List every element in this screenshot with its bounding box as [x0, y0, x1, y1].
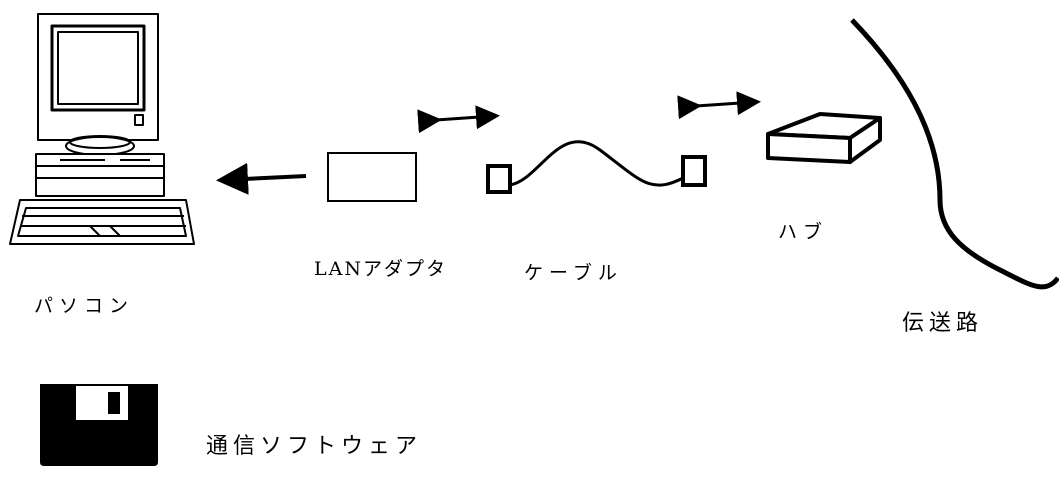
computer-icon	[10, 14, 194, 244]
software-label: 通信ソフトウェア	[206, 428, 422, 460]
lan-adapter-label: LANアダプタ	[314, 254, 447, 281]
adapter-cable-double-arrow	[436, 116, 494, 120]
transmission-line-curve	[852, 20, 1058, 287]
transmission-line-label: 伝送路	[902, 305, 983, 337]
hub-icon	[768, 114, 880, 162]
hub-label: ハブ	[778, 217, 828, 244]
floppy-disk-icon	[40, 384, 158, 466]
adapter-to-pc-arrow	[224, 176, 306, 180]
lan-adapter-icon	[328, 153, 416, 201]
cable-label: ケーブル	[524, 258, 623, 285]
cable-hub-double-arrow	[696, 102, 755, 106]
cable-icon	[488, 142, 705, 192]
pc-label: パソコン	[34, 291, 134, 318]
